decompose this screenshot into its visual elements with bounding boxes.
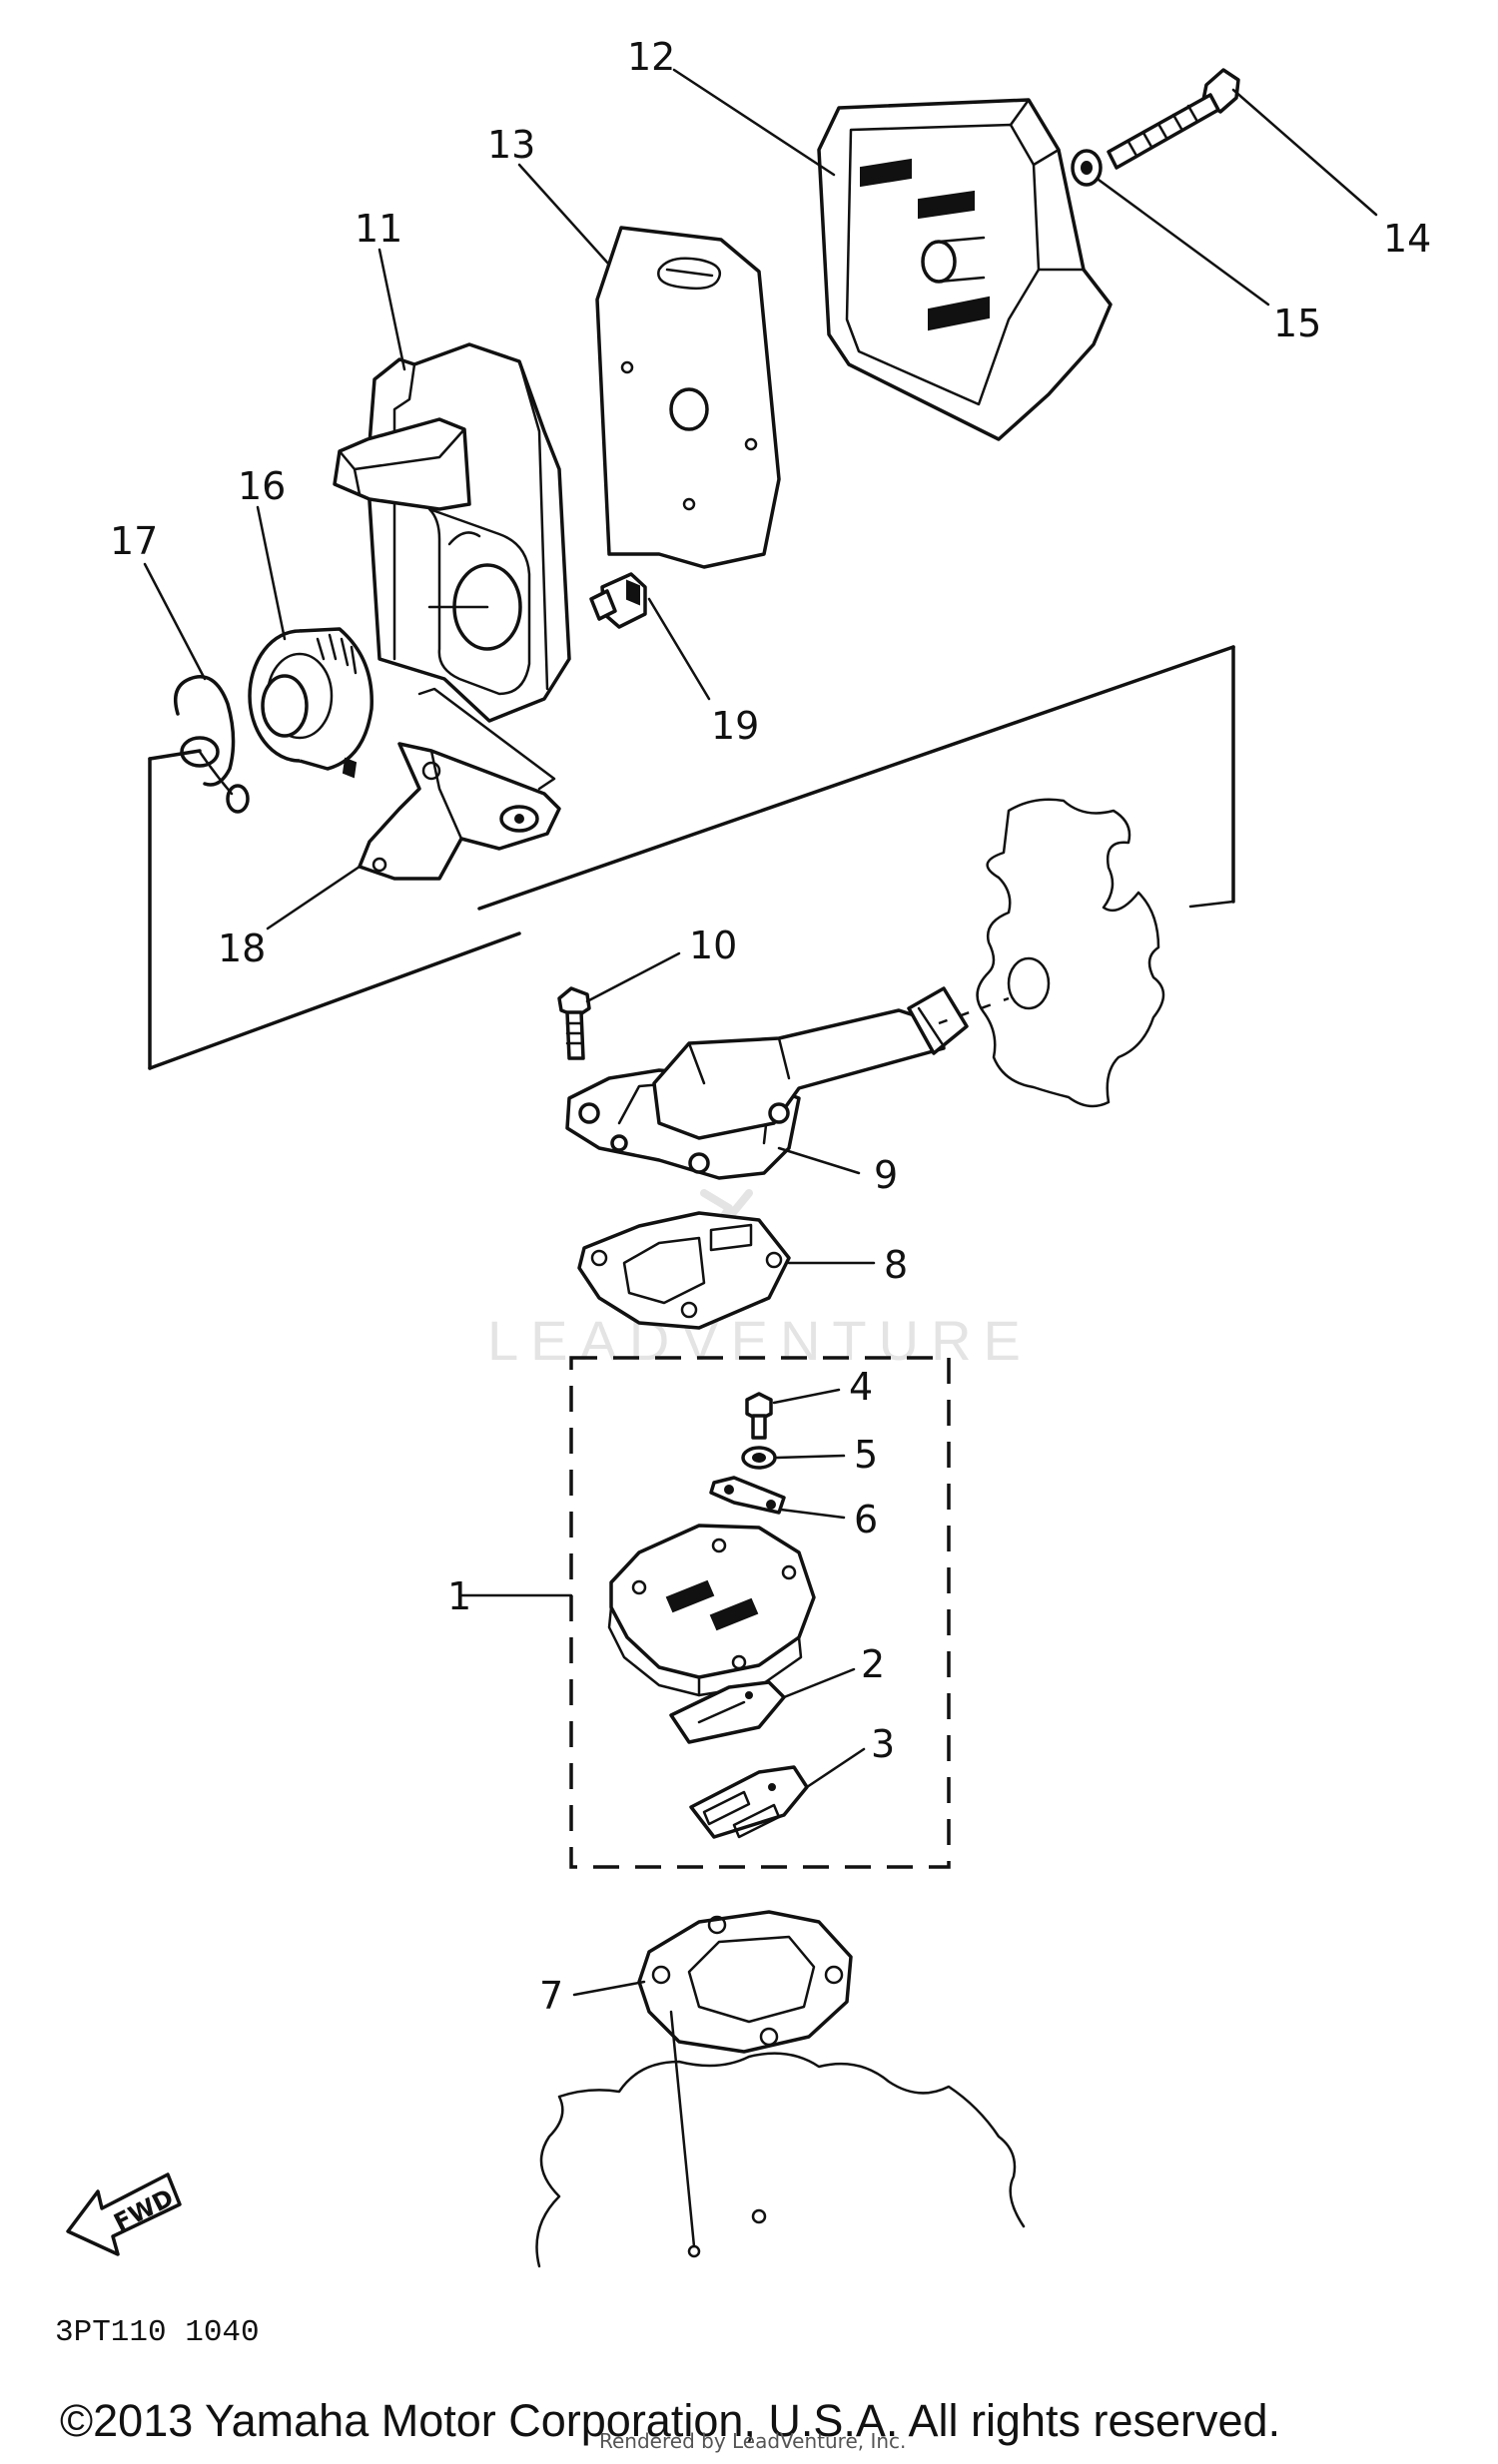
callout-14: 14 xyxy=(1383,217,1431,261)
callout-2: 2 xyxy=(861,1642,885,1686)
part-18-bracket[interactable] xyxy=(358,742,561,881)
part-12-silencer-case[interactable] xyxy=(817,98,1113,441)
part-10-bolt[interactable] xyxy=(557,986,591,1060)
part-14-bolt[interactable] xyxy=(1107,68,1240,170)
callout-18: 18 xyxy=(218,926,266,970)
reed-valve-assembly-box xyxy=(569,1356,951,1869)
part-11-silencer[interactable] xyxy=(333,342,571,723)
render-credit: Rendered by LeadVenture, Inc. xyxy=(599,2429,906,2453)
callout-4: 4 xyxy=(849,1365,873,1409)
leader-lines xyxy=(143,68,1378,1997)
callout-1: 1 xyxy=(447,1574,471,1618)
part-16-joint[interactable] xyxy=(248,627,374,779)
part-19-drain-screw[interactable] xyxy=(589,572,647,629)
part-15-washer[interactable] xyxy=(1071,149,1103,187)
part-3-stopper-plate[interactable] xyxy=(689,1765,809,1839)
callout-13: 13 xyxy=(487,123,535,167)
callout-8: 8 xyxy=(884,1243,908,1287)
part-17-clamp[interactable] xyxy=(174,675,250,814)
diagram-code: 3PT110 1040 xyxy=(55,2315,260,2350)
callout-19: 19 xyxy=(711,704,759,748)
part-1-reed-valve[interactable] xyxy=(607,1524,816,1697)
assembly-outline xyxy=(148,645,1235,1070)
watermark-text: LEADVENTURE xyxy=(487,1309,1033,1372)
callout-16: 16 xyxy=(238,464,286,508)
callout-labels: 12 13 14 15 11 16 17 19 18 10 9 8 4 5 6 … xyxy=(110,35,1431,2018)
callout-3: 3 xyxy=(871,1722,895,1766)
part-6-stopper[interactable] xyxy=(709,1476,786,1515)
callout-7: 7 xyxy=(539,1974,563,2018)
part-8-gasket[interactable] xyxy=(577,1211,791,1330)
callout-5: 5 xyxy=(854,1433,878,1477)
part-9-intake-joint[interactable] xyxy=(565,986,969,1180)
fwd-arrow-icon: FWD xyxy=(66,2172,182,2256)
callout-6: 6 xyxy=(854,1498,878,1541)
engine-outline-lower xyxy=(535,2052,1026,2268)
copyright-text: ©2013 Yamaha Motor Corporation, U.S.A. A… xyxy=(60,2395,1280,2446)
part-4-screw[interactable] xyxy=(745,1392,773,1440)
part-5-washer[interactable] xyxy=(741,1446,777,1470)
callout-10: 10 xyxy=(689,924,737,967)
guide-line-7 xyxy=(669,2010,696,2248)
part-7-gasket[interactable] xyxy=(637,1910,853,2054)
callout-15: 15 xyxy=(1273,302,1321,345)
engine-outline-upper xyxy=(976,798,1165,1108)
guide-lines-upper xyxy=(427,605,1010,1025)
part-13-gasket-plate[interactable] xyxy=(595,226,781,569)
watermark: LEADVENTURE xyxy=(487,1189,1033,1372)
callout-17: 17 xyxy=(110,519,158,563)
callout-11: 11 xyxy=(355,207,402,251)
callout-12: 12 xyxy=(627,35,675,79)
callout-9: 9 xyxy=(874,1153,898,1197)
